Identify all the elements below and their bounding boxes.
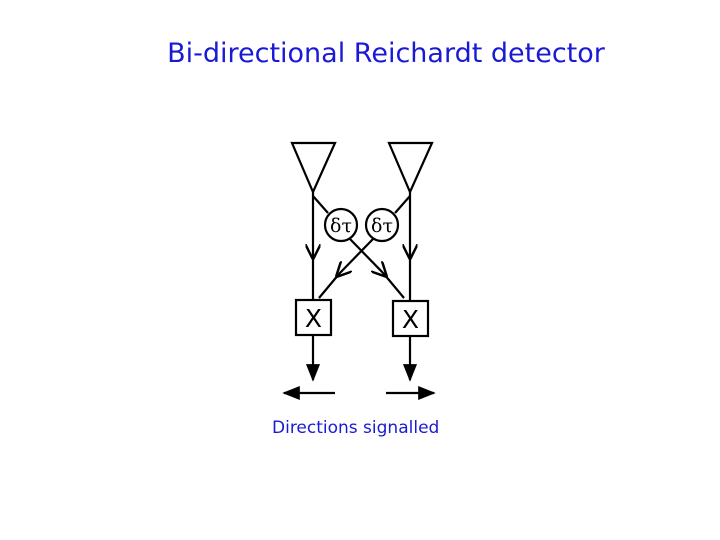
directions-caption: Directions signalled bbox=[272, 418, 440, 438]
left-multiplier-label: X bbox=[305, 304, 322, 333]
right-delay-cross-line-lower bbox=[318, 273, 340, 299]
right-multiplier-label: X bbox=[402, 305, 419, 334]
right-receptor bbox=[387, 141, 434, 195]
left-delay-unit bbox=[323, 207, 359, 243]
right-branch-line bbox=[394, 195, 411, 214]
left-delay-cross-line-lower bbox=[383, 273, 405, 299]
left-multiplier-box bbox=[294, 298, 333, 337]
left-delay-label: δτ bbox=[330, 215, 352, 237]
right-delay-label: δτ bbox=[371, 215, 393, 237]
left-delay-cross-line bbox=[349, 238, 386, 276]
left-receptor bbox=[290, 141, 337, 195]
right-delay-unit bbox=[364, 207, 400, 243]
right-delay-cross-line bbox=[337, 238, 374, 276]
left-branch-line bbox=[312, 195, 329, 214]
slide-title: Bi-directional Reichardt detector bbox=[167, 38, 605, 69]
right-multiplier-box bbox=[391, 299, 430, 338]
